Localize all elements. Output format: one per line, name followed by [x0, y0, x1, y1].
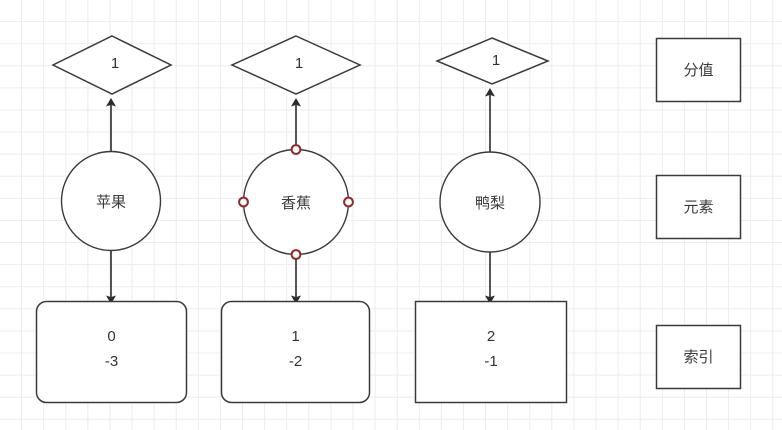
connection-handle-south[interactable]	[290, 249, 302, 260]
score-diamond-pear[interactable]	[435, 37, 550, 85]
element-circle-apple[interactable]	[60, 150, 162, 252]
index-box-pear[interactable]	[414, 300, 568, 404]
score-diamond-apple[interactable]	[51, 35, 173, 95]
legend-box-score[interactable]	[655, 37, 742, 103]
edges-group	[106, 88, 495, 304]
connection-handles-banana	[238, 144, 354, 260]
connection-handle-north[interactable]	[290, 144, 302, 155]
legend-box-element[interactable]	[655, 174, 742, 240]
score-diamonds-group	[51, 35, 550, 95]
index-boxes-group	[35, 300, 568, 404]
score-diamond-banana[interactable]	[230, 35, 362, 95]
element-circle-banana[interactable]	[242, 148, 350, 256]
element-circles-group	[60, 148, 541, 256]
index-box-banana[interactable]	[220, 300, 371, 404]
index-box-apple[interactable]	[35, 300, 188, 404]
connection-handle-east[interactable]	[343, 196, 354, 208]
element-circle-pear[interactable]	[439, 151, 541, 253]
connection-handle-west[interactable]	[238, 196, 249, 208]
legend-boxes-group	[655, 37, 742, 390]
legend-box-index[interactable]	[655, 324, 742, 390]
